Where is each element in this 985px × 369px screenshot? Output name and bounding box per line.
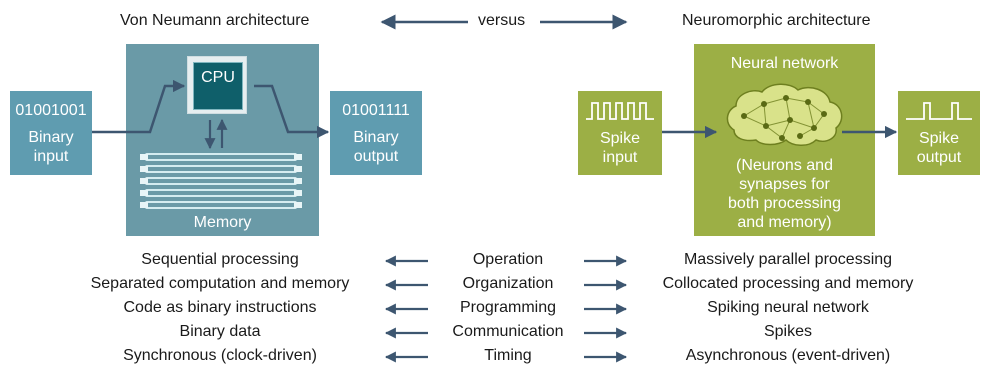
neural-network-desc: (Neurons and synapses for both processin… bbox=[694, 156, 875, 232]
spike-output-label-2: output bbox=[916, 149, 962, 166]
aspect-label: Programming bbox=[459, 299, 557, 316]
binary-input-code: 01001001 bbox=[15, 102, 87, 119]
binary-input-label-1: Binary bbox=[28, 129, 74, 146]
nn-desc-line-3: both processing bbox=[728, 195, 841, 212]
aspect-label: Operation bbox=[472, 251, 544, 268]
spike-input-label-1: Spike bbox=[599, 130, 641, 147]
spike-input-label-2: input bbox=[602, 149, 638, 166]
nn-desc-line-2: synapses for bbox=[739, 176, 830, 193]
spike-train-input-icon bbox=[586, 102, 654, 120]
von-neumann-trait: Separated computation and memory bbox=[90, 275, 350, 292]
von-neumann-trait: Sequential processing bbox=[141, 251, 299, 268]
neural-network-title: Neural network bbox=[730, 55, 839, 72]
binary-input-box: 01001001 Binary input bbox=[10, 91, 92, 175]
von-neumann-title: Von Neumann architecture bbox=[120, 12, 310, 29]
cpu-core: CPU bbox=[193, 62, 243, 110]
neuromorphic-trait: Spikes bbox=[763, 323, 813, 340]
nn-desc-line-4: and memory) bbox=[737, 214, 832, 231]
comparison-row: Binary data Communication Spikes bbox=[0, 323, 985, 345]
spike-input-box: Spike input bbox=[578, 91, 662, 175]
von-neumann-trait: Binary data bbox=[179, 323, 261, 340]
cpu-chip: CPU bbox=[187, 56, 247, 114]
memory-bars bbox=[140, 153, 302, 209]
brain-icon bbox=[726, 83, 843, 146]
aspect-label: Organization bbox=[462, 275, 554, 292]
spike-train-output-icon bbox=[906, 102, 972, 120]
memory-label: Memory bbox=[193, 214, 252, 231]
neuromorphic-trait: Massively parallel processing bbox=[683, 251, 893, 268]
neuromorphic-trait: Spiking neural network bbox=[707, 299, 869, 316]
nn-desc-line-1: (Neurons and bbox=[736, 157, 833, 174]
binary-output-box: 01001111 Binary output bbox=[330, 91, 422, 175]
comparison-row: Code as binary instructions Programming … bbox=[0, 299, 985, 321]
binary-input-label-2: input bbox=[33, 148, 69, 165]
cpu-to-output-arrow bbox=[254, 84, 330, 139]
neural-network-panel: Neural network (Neurons and synapses for… bbox=[694, 44, 875, 236]
spike-output-label-1: Spike bbox=[918, 130, 960, 147]
cpu-label: CPU bbox=[201, 69, 235, 86]
versus-label: versus bbox=[478, 12, 526, 29]
comparison-row: Separated computation and memory Organiz… bbox=[0, 275, 985, 297]
binary-output-code: 01001111 bbox=[342, 102, 410, 119]
neuromorphic-title: Neuromorphic architecture bbox=[682, 12, 871, 29]
binary-output-label-1: Binary bbox=[353, 129, 399, 146]
spike-output-box: Spike output bbox=[898, 91, 980, 175]
comparison-row: Synchronous (clock-driven) Timing Asynch… bbox=[0, 347, 985, 369]
input-to-cpu-arrow bbox=[92, 79, 186, 134]
comparison-row: Sequential processing Operation Massivel… bbox=[0, 251, 985, 273]
neuromorphic-trait: Asynchronous (event-driven) bbox=[685, 347, 891, 364]
aspect-label: Communication bbox=[452, 323, 564, 340]
binary-output-label-2: output bbox=[353, 148, 399, 165]
neuromorphic-trait: Collocated processing and memory bbox=[662, 275, 914, 292]
von-neumann-trait: Code as binary instructions bbox=[123, 299, 317, 316]
von-neumann-trait: Synchronous (clock-driven) bbox=[123, 347, 317, 364]
aspect-label: Timing bbox=[484, 347, 532, 364]
